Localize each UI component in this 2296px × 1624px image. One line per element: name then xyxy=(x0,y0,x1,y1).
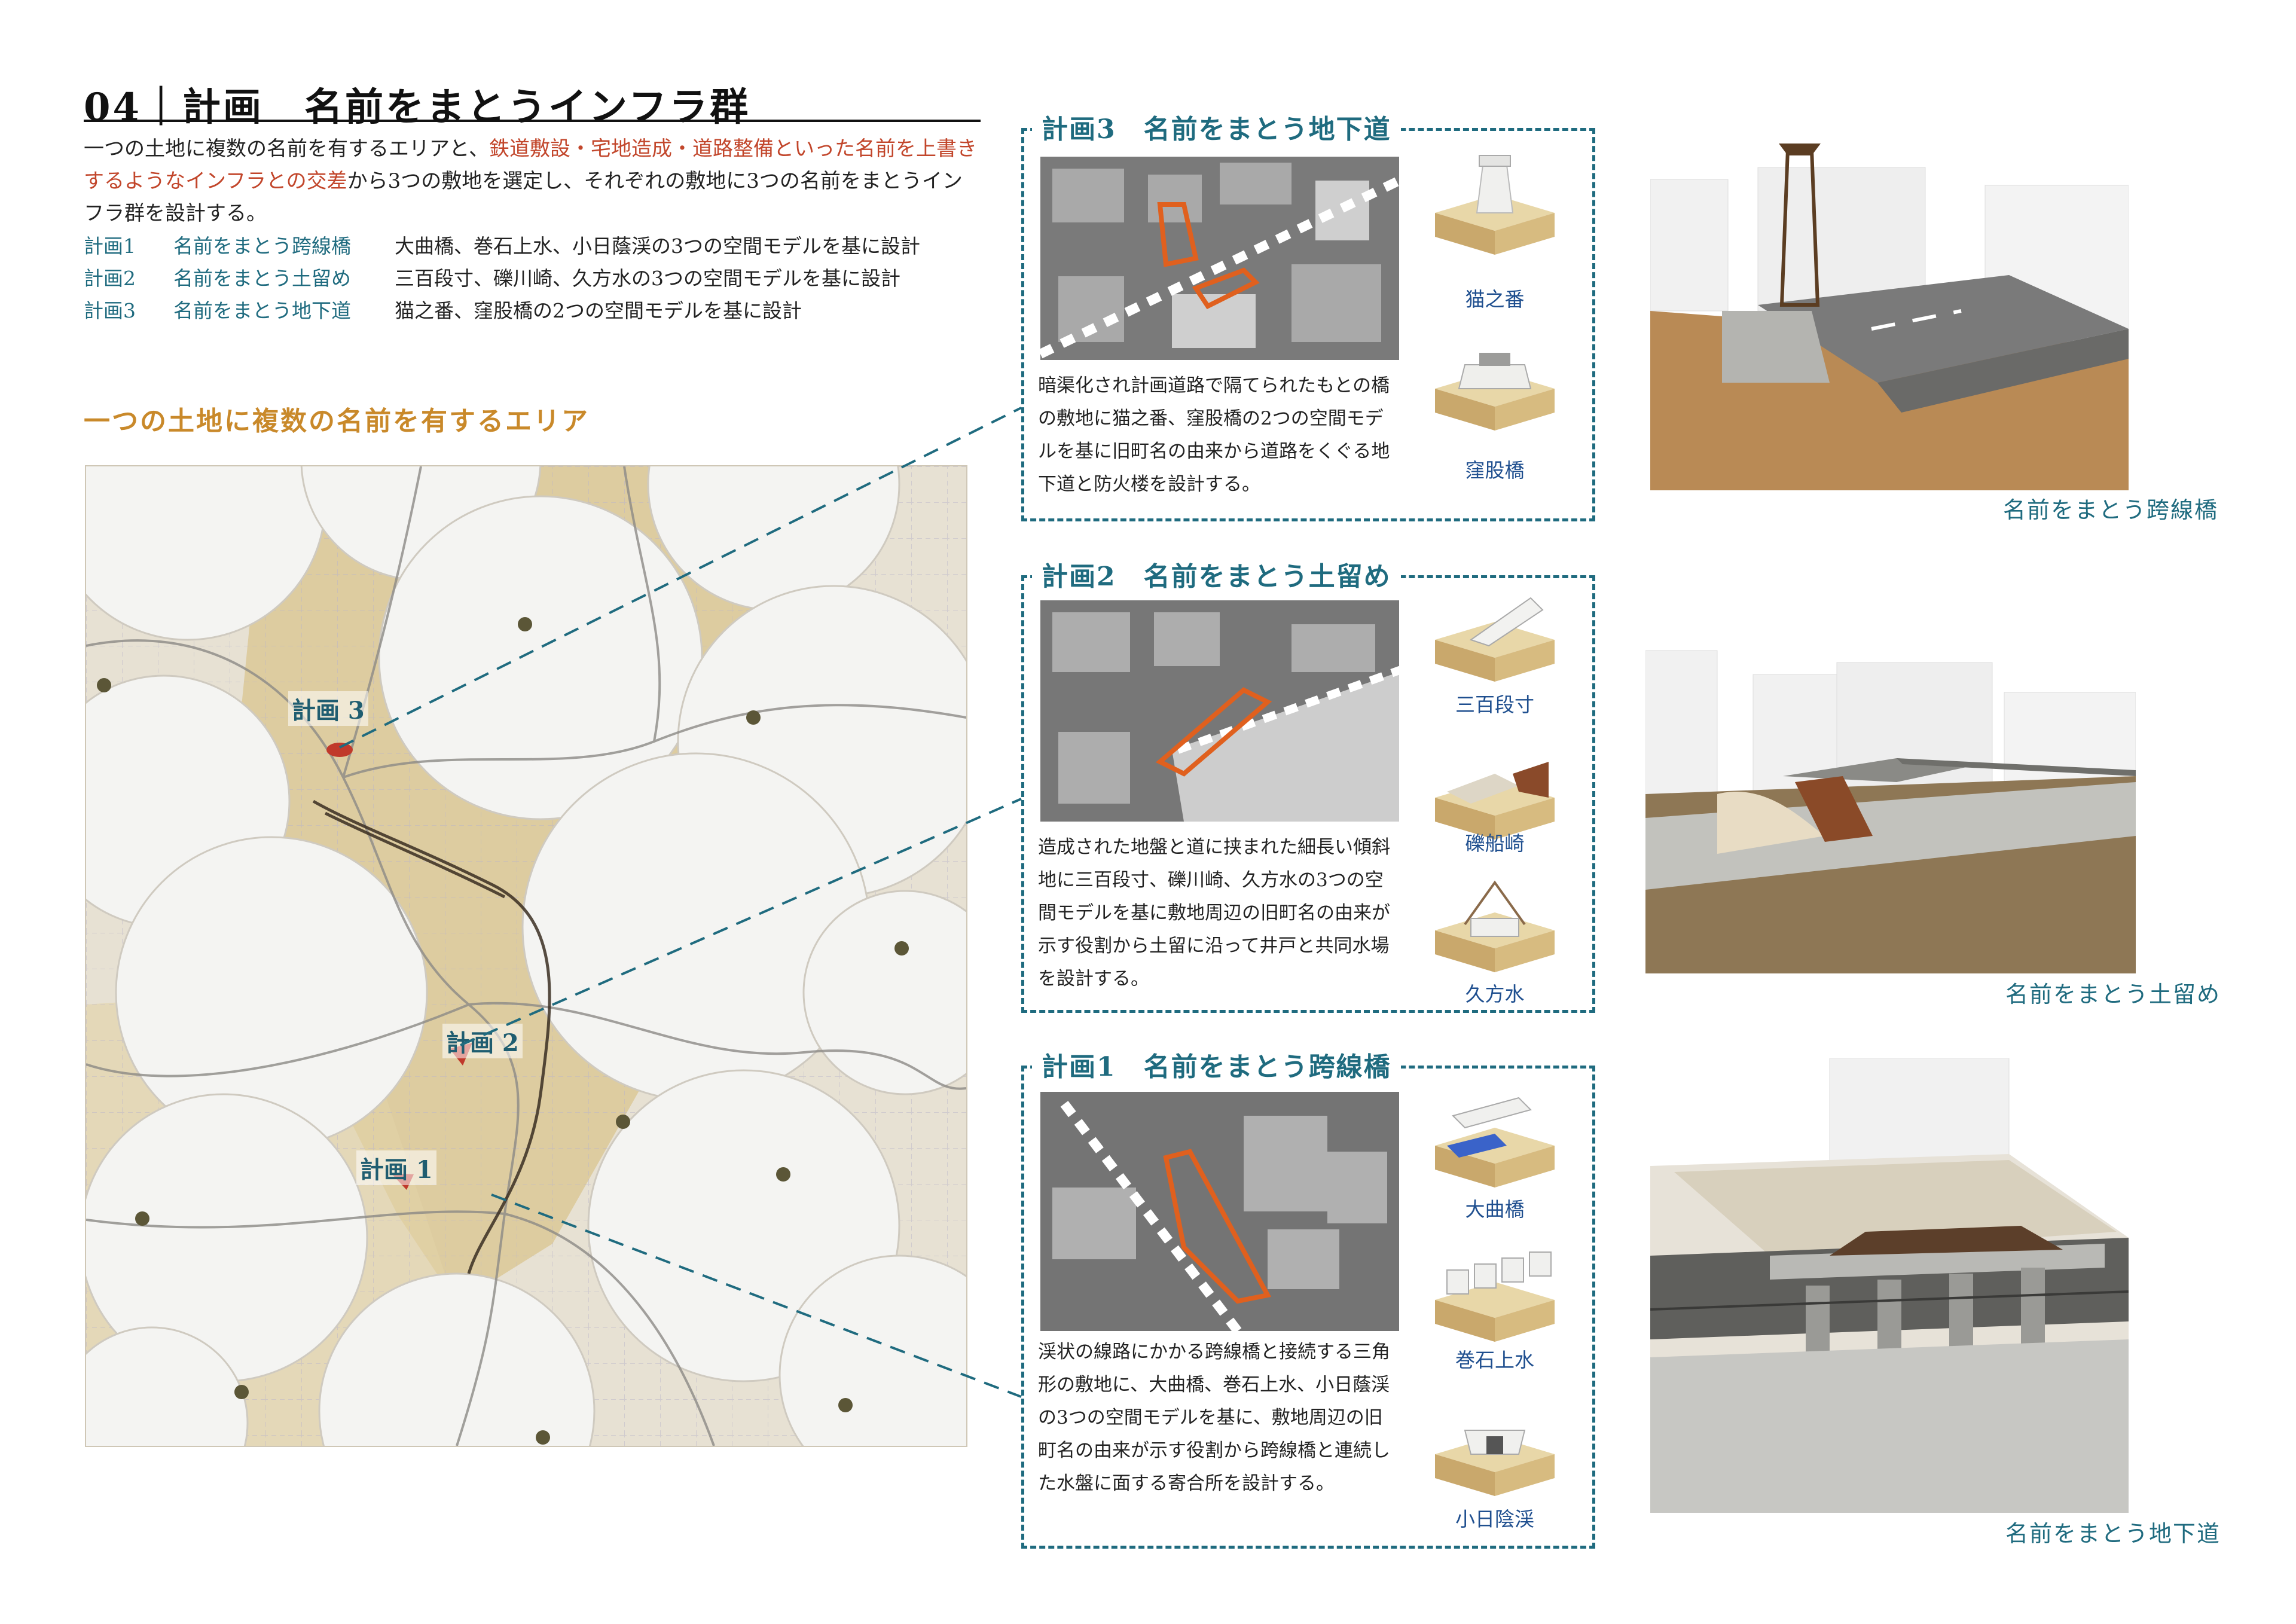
plan-desc: 三百段寸、礫川崎、久方水の3つの空間モデルを基に設計 xyxy=(395,267,900,290)
plan-list-item: 計画2 名前をまとう土留め 三百段寸、礫川崎、久方水の3つの空間モデルを基に設計 xyxy=(84,262,981,295)
model-sanbyakudansun xyxy=(1429,574,1561,688)
title-rule xyxy=(84,120,981,122)
plan-desc: 猫之番、窪股橋の2つの空間モデルを基に設計 xyxy=(395,299,802,322)
aerial-graphic xyxy=(1040,1092,1399,1331)
plan-name: 名前をまとう土留め xyxy=(173,267,351,290)
plan-id: 計画3 xyxy=(84,299,136,322)
model-graphic xyxy=(1435,1251,1555,1342)
render-caption: 名前をまとう跨線橋 xyxy=(2003,497,2219,523)
map-graphic xyxy=(86,466,966,1446)
model-kubomatabashi xyxy=(1429,323,1561,436)
model-kohinatakei xyxy=(1429,1388,1561,1502)
render-graphic xyxy=(1650,1058,2129,1513)
plan2-description: 造成された地盤と道に挟まれた細長い傾斜地に三百段寸、礫川崎、久方水の3つの空間モ… xyxy=(1038,837,1390,990)
model-koishikawasaki xyxy=(1429,732,1561,845)
model-graphic xyxy=(1435,353,1555,431)
render-overpass xyxy=(1650,1058,2129,1513)
model-graphic xyxy=(1435,1430,1555,1496)
plan-name: 名前をまとう跨線橋 xyxy=(173,234,351,258)
aerial-graphic xyxy=(1040,157,1399,360)
plan-id: 計画1 xyxy=(84,234,136,258)
model-caption: 久方水 xyxy=(1465,982,1525,1006)
area-title: 一つの土地に複数の名前を有するエリア xyxy=(84,406,590,436)
model-graphic xyxy=(1435,1097,1555,1188)
intro-text-highlight: 鉄道敷設・宅地造成・道路整備といった名前を上書きするようなインフラとの交差 xyxy=(84,137,977,193)
plan-id: 計画2 xyxy=(84,267,136,290)
model-caption: 大曲橋 xyxy=(1465,1198,1525,1221)
plan3-title: 計画3 名前をまとう地下道 xyxy=(1032,108,1401,146)
model-graphic xyxy=(1435,597,1555,682)
aerial-graphic xyxy=(1040,600,1399,822)
intro-text-a: 一つの土地に複数の名前を有するエリアと、 xyxy=(84,137,489,161)
model-hisakatamizu xyxy=(1429,865,1561,978)
intro-text-b: から3つの敷地を選定し、それぞれの敷地に3つの名前をまとうインフラ群を設計する。 xyxy=(84,169,963,225)
render-caption: 名前をまとう土留め xyxy=(2005,981,2221,1008)
plan-name: 名前をまとう地下道 xyxy=(173,299,351,322)
area-map: 計画 3 計画 2 計画 1 xyxy=(85,465,967,1447)
map-label-plan1: 計画 1 xyxy=(356,1150,436,1185)
model-makiishijosui xyxy=(1429,1234,1561,1348)
plan1-description: 渓状の線路にかかる跨線橋と接続する三角形の敷地に、大曲橋、巻石上水、小日蔭渓の3… xyxy=(1038,1341,1390,1494)
model-caption: 三百段寸 xyxy=(1455,693,1534,716)
plan1-title: 計画1 名前をまとう跨線橋 xyxy=(1032,1045,1401,1083)
render-graphic xyxy=(1650,132,2129,490)
intro-paragraph: 一つの土地に複数の名前を有するエリアと、鉄道敷設・宅地造成・道路整備といった名前… xyxy=(84,133,981,230)
render-caption: 名前をまとう地下道 xyxy=(2005,1521,2221,1547)
model-caption: 窪股橋 xyxy=(1465,459,1525,482)
page-title: 04｜計画 名前をまとうインフラ群 xyxy=(84,85,751,130)
map-label-plan2: 計画 2 xyxy=(442,1024,523,1058)
plan-list-item: 計画1 名前をまとう跨線橋 大曲橋、巻石上水、小日蔭渓の3つの空間モデルを基に設計 xyxy=(84,230,981,262)
model-caption: 礫船崎 xyxy=(1465,832,1525,855)
render-underpass xyxy=(1650,132,2129,490)
plan3-description: 暗渠化され計画道路で隔てられたもとの橋の敷地に猫之番、窪股橋の2つの空間モデルを… xyxy=(1038,375,1390,495)
render-graphic xyxy=(1645,639,2136,973)
model-caption: 小日陰渓 xyxy=(1455,1507,1534,1531)
model-nekonoban xyxy=(1429,141,1561,255)
plan-list-item: 計画3 名前をまとう地下道 猫之番、窪股橋の2つの空間モデルを基に設計 xyxy=(84,295,981,327)
model-caption: 巻石上水 xyxy=(1455,1348,1534,1372)
plan3-aerial-photo xyxy=(1040,157,1399,360)
plan1-aerial-photo xyxy=(1040,1092,1399,1331)
plan2-title: 計画2 名前をまとう土留め xyxy=(1032,555,1401,593)
model-graphic xyxy=(1435,880,1555,972)
plan-desc: 大曲橋、巻石上水、小日蔭渓の3つの空間モデルを基に設計 xyxy=(395,234,920,258)
model-omagaribashi xyxy=(1429,1080,1561,1193)
plan2-aerial-photo xyxy=(1040,600,1399,822)
model-caption: 猫之番 xyxy=(1465,288,1525,311)
map-label-plan3: 計画 3 xyxy=(288,691,368,726)
render-retaining-wall xyxy=(1645,639,2136,973)
model-graphic xyxy=(1435,155,1555,255)
model-graphic xyxy=(1435,762,1555,840)
